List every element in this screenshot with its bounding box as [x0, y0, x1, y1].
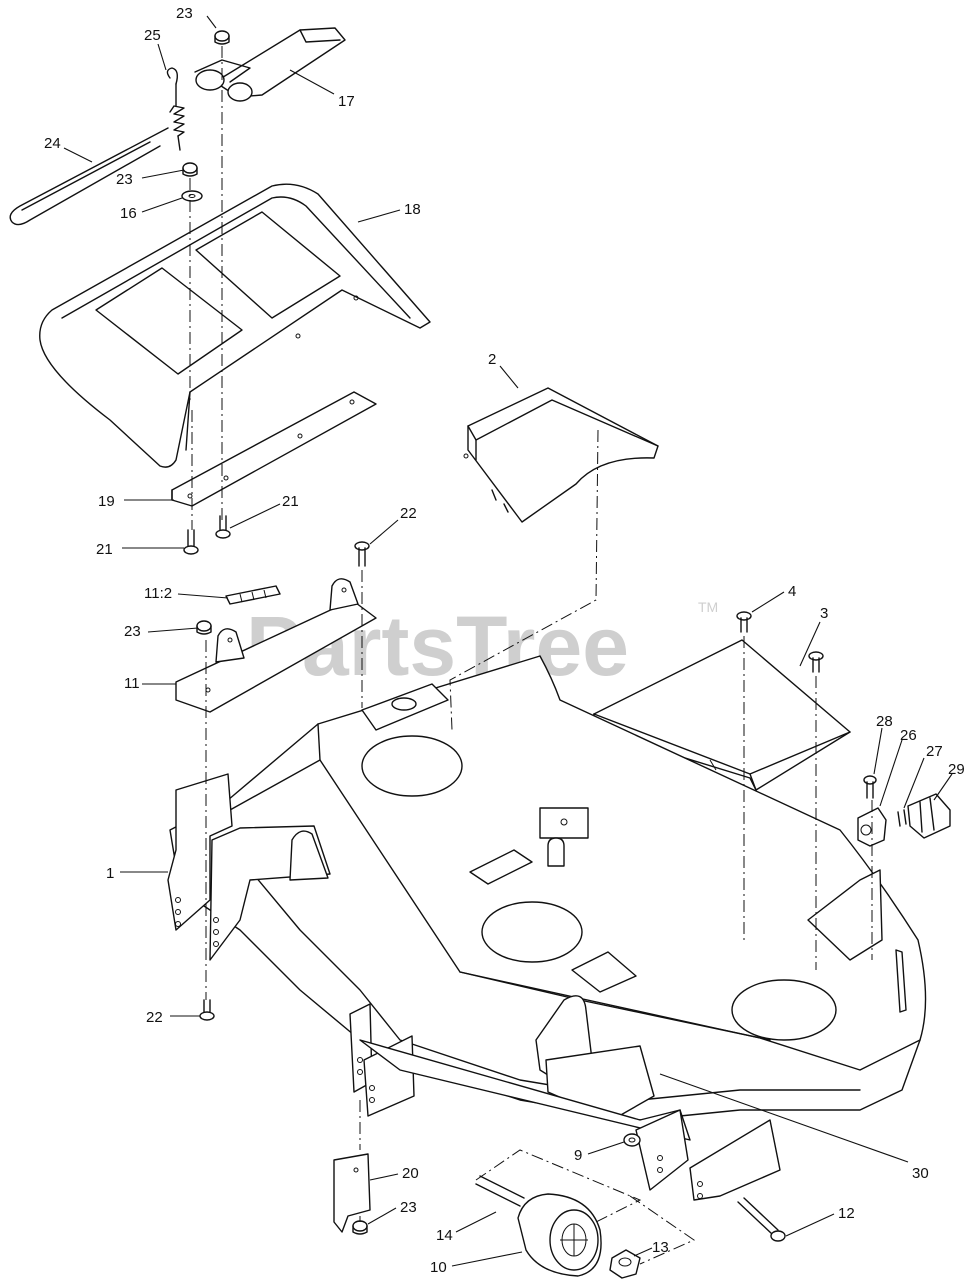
part-4-screw-a[interactable]	[736, 611, 752, 633]
part-11-plate[interactable]	[175, 578, 377, 713]
callout-2[interactable]: 2	[488, 351, 496, 368]
callout-30[interactable]: 30	[912, 1165, 929, 1182]
part-12-bolt[interactable]	[737, 1197, 786, 1242]
callout-22[interactable]: 22	[400, 505, 417, 522]
part-4-screw-b[interactable]	[808, 651, 824, 673]
callout-16[interactable]: 16	[120, 205, 137, 222]
part-28-screw[interactable]	[863, 775, 877, 799]
leader-lines	[63, 15, 953, 1267]
part-23-nut-left[interactable]	[196, 620, 212, 635]
part-23-nut-mid[interactable]	[182, 162, 198, 177]
part-21-screw-a[interactable]	[215, 515, 231, 539]
callout-23[interactable]: 23	[116, 171, 133, 188]
callout-23[interactable]: 23	[400, 1199, 417, 1216]
watermark-trademark: TM	[698, 599, 718, 615]
part-22-bolt-bottom[interactable]	[199, 999, 215, 1021]
part-17-bracket[interactable]	[194, 27, 346, 102]
part-13-bushing[interactable]	[609, 1249, 641, 1279]
callout-21[interactable]: 21	[282, 493, 299, 510]
part-14-axle[interactable]	[475, 1175, 525, 1207]
part-23-nut-bottom[interactable]	[352, 1220, 368, 1235]
part-19-plate[interactable]	[171, 391, 377, 507]
part-24-rod[interactable]	[9, 127, 169, 226]
part-11-2-decal[interactable]	[225, 585, 281, 605]
callout-13[interactable]: 13	[652, 1239, 669, 1256]
callout-19[interactable]: 19	[98, 493, 115, 510]
callout-24[interactable]: 24	[44, 135, 61, 152]
callout-9[interactable]: 9	[574, 1147, 582, 1164]
callout-23[interactable]: 23	[124, 623, 141, 640]
part-9-spacer[interactable]	[623, 1133, 641, 1147]
callout-11[interactable]: 11	[124, 675, 140, 692]
part-10-wheel[interactable]	[517, 1193, 602, 1277]
callout-26[interactable]: 26	[900, 727, 917, 744]
callout-3[interactable]: 3	[820, 605, 828, 622]
part-18-cover[interactable]	[39, 183, 431, 468]
callout-11-2[interactable]: 11:2	[144, 585, 172, 602]
callout-18[interactable]: 18	[404, 201, 421, 218]
callout-29[interactable]: 29	[948, 761, 965, 778]
callout-21[interactable]: 21	[96, 541, 113, 558]
callout-23[interactable]: 23	[176, 5, 193, 22]
callout-1[interactable]: 1	[106, 865, 114, 882]
part-23-nut-top[interactable]	[214, 30, 230, 45]
part-25-spring[interactable]	[166, 67, 185, 151]
part-22-bolt-top[interactable]	[354, 541, 370, 567]
callout-22[interactable]: 22	[146, 1009, 163, 1026]
callout-14[interactable]: 14	[436, 1227, 453, 1244]
part-2-shield[interactable]	[463, 387, 659, 523]
callout-20[interactable]: 20	[402, 1165, 419, 1182]
part-29-fitting[interactable]	[907, 793, 951, 839]
part-20-bracket[interactable]	[333, 1153, 371, 1233]
callout-4[interactable]: 4	[788, 583, 796, 600]
part-21-screw-b[interactable]	[183, 529, 199, 555]
callout-12[interactable]: 12	[838, 1205, 855, 1222]
callout-labels: 23 25 17 24 23 16 18 2 19 21 21 22 11:2 …	[44, 5, 965, 1276]
part-27-ring[interactable]	[897, 809, 907, 827]
callout-28[interactable]: 28	[876, 713, 893, 730]
callout-17[interactable]: 17	[338, 93, 355, 110]
part-1-deck[interactable]	[167, 655, 927, 1201]
assembly-lines	[189, 46, 873, 1265]
callout-10[interactable]: 10	[430, 1259, 447, 1276]
callout-25[interactable]: 25	[144, 27, 161, 44]
callout-27[interactable]: 27	[926, 743, 943, 760]
part-16-washer[interactable]	[181, 190, 203, 202]
